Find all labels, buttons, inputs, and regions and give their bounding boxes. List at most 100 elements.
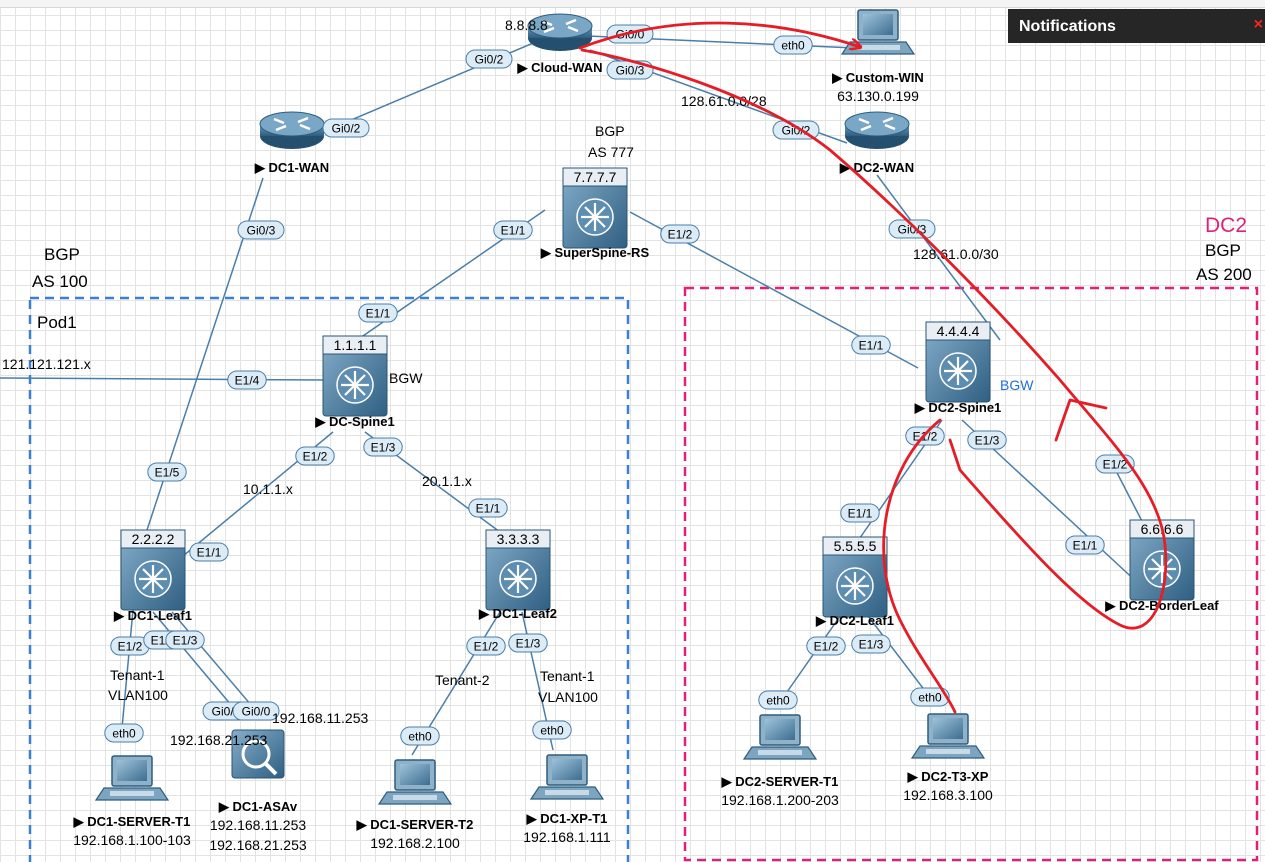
- dc1-server-t2-node[interactable]: ▶ DC1-SERVER-T2 192.168.2.100: [356, 759, 474, 851]
- node-label: ▶ DC1-XP-T1: [526, 811, 608, 826]
- bgp-as100-line2: AS 100: [32, 272, 88, 291]
- port-label-dc2spine-border-1[interactable]: E1/1: [1065, 535, 1105, 555]
- port-label-leaf1-asa-b-1[interactable]: Gi0/0: [232, 701, 280, 721]
- dc2-spine1-node[interactable]: 4.4.4.4▶ DC2-Spine1: [914, 321, 1002, 415]
- dc2-leaf1-node[interactable]: 5.5.5.5▶ DC2-Leaf1: [815, 536, 894, 628]
- port-label-ss-spine1-1[interactable]: E1/1: [358, 303, 398, 323]
- port-name: E1/2: [303, 450, 328, 464]
- port-label-leaf1-asa-b-0[interactable]: E1/3: [165, 630, 205, 650]
- node-label: ▶ SuperSpine-RS: [540, 245, 650, 260]
- net-128-30: 128.61.0.0/30: [913, 246, 999, 262]
- port-label-cloud-custom-1[interactable]: eth0: [773, 35, 813, 55]
- port-label-ss-dc2spine-0[interactable]: E1/2: [660, 224, 700, 244]
- port-name: Gi0/2: [332, 122, 361, 136]
- node-label: ▶ DC1-SERVER-T2: [356, 817, 474, 832]
- node-label: ▶ DC1-Leaf2: [478, 606, 557, 621]
- node-label: ▶ DC1-Leaf1: [113, 608, 192, 623]
- port-label-cloud-dc2wan-0[interactable]: Gi0/3: [606, 60, 654, 80]
- link-dc2leaf-xp[interactable]: [864, 611, 933, 701]
- dc1-leaf2-node[interactable]: 3.3.3.3 ▶ DC1-Leaf2: [478, 529, 557, 621]
- port-label-spine1-leaf1-1[interactable]: E1/1: [189, 542, 229, 562]
- port-label-dc2wan-border-0[interactable]: Gi0/3: [888, 219, 936, 239]
- port-name: eth0: [112, 727, 136, 741]
- port-label-dc1wan-leaf1-0[interactable]: Gi0/3: [237, 220, 285, 240]
- net-121: 121.121.121.x: [2, 356, 91, 372]
- link-border-up[interactable]: [1112, 464, 1146, 528]
- port-label-leaf2-xp-0[interactable]: E1/3: [508, 633, 548, 653]
- link-dc2leaf-srv[interactable]: [779, 611, 844, 703]
- bgp-as200-line2: AS 200: [1196, 265, 1252, 284]
- node-label: ▶ DC2-Leaf1: [815, 613, 894, 628]
- link-spine1-ext[interactable]: [0, 377, 325, 381]
- dc2-borderleaf-node[interactable]: 6.6.6.6▶ DC2-BorderLeaf: [1104, 519, 1219, 613]
- port-name: eth0: [781, 39, 805, 53]
- node-label: ▶ DC1-ASAv: [218, 799, 298, 814]
- node-label: ▶ DC2-SERVER-T1: [721, 774, 839, 789]
- port-name: E1/1: [1073, 539, 1098, 553]
- dc2-wan-node[interactable]: ▶ DC2-WAN: [839, 111, 914, 175]
- port-name: Gi0/2: [782, 124, 811, 138]
- dc1-leaf1-node[interactable]: 2.2.2.2▶ DC1-Leaf1: [113, 529, 192, 623]
- port-label-dc2spine-border-0[interactable]: E1/3: [967, 430, 1007, 450]
- red-annotation-strokes: [578, 21, 1168, 714]
- node-subtext: 192.168.1.200-203: [721, 792, 839, 808]
- link-leaf1-asa-b[interactable]: [171, 611, 258, 713]
- bgp-as200-line1: BGP: [1205, 241, 1241, 260]
- dc-spine1-node[interactable]: 1.1.1.1▶ DC-Spine1: [314, 335, 395, 429]
- node-subtext: 63.130.0.199: [837, 88, 919, 104]
- notifications-panel[interactable]: Notifications ×: [1008, 9, 1265, 43]
- port-label-cloud-dc1wan-1[interactable]: Gi0/2: [322, 118, 370, 138]
- annotation-text: BGP AS 100 BGP AS 777 BGP AS 200 DC2 Pod…: [2, 93, 1252, 748]
- node-subtext: 192.168.2.100: [370, 835, 460, 851]
- port-label-spine1-leaf2-0[interactable]: E1/3: [363, 437, 403, 457]
- node-label: ▶ Cloud-WAN: [516, 60, 602, 75]
- node-label: ▶ DC2-WAN: [839, 160, 914, 175]
- port-label-ss-spine1-0[interactable]: E1/1: [493, 220, 533, 240]
- port-label-dc1wan-leaf1-1[interactable]: E1/5: [147, 462, 187, 482]
- port-label-dc2leaf-srv-0[interactable]: E1/2: [806, 636, 846, 656]
- port-label-leaf1-srv-1[interactable]: eth0: [104, 723, 144, 743]
- node-label: ▶ DC2-Spine1: [914, 400, 1002, 415]
- port-label-spine1-leaf1-0[interactable]: E1/2: [295, 446, 335, 466]
- red-path-cloud-to-borderleaf: [580, 48, 1168, 630]
- tenant1-a: Tenant-1: [110, 667, 165, 683]
- port-name: E1/1: [197, 546, 222, 560]
- port-label-leaf2-xp-1[interactable]: eth0: [532, 720, 572, 740]
- superspine-rs-node[interactable]: 7.7.7.7▶ SuperSpine-RS: [540, 167, 650, 260]
- port-label-leaf2-srv2-0[interactable]: E1/2: [466, 636, 506, 656]
- port-label-dc2leaf-srv-1[interactable]: eth0: [758, 690, 798, 710]
- red-arrow-to-custom-win: [578, 21, 860, 48]
- asa-ip-top: 192.168.11.253: [272, 710, 368, 726]
- pod1-label: Pod1: [37, 313, 77, 332]
- port-label-spine1-ext-0[interactable]: E1/4: [227, 370, 267, 390]
- dc2-server-t1-node[interactable]: ▶ DC2-SERVER-T1 192.168.1.200-203: [721, 714, 839, 808]
- port-name: Gi0/3: [247, 224, 276, 238]
- link-dc2wan-border[interactable]: [876, 174, 1001, 341]
- node-address: 3.3.3.3: [497, 531, 540, 547]
- port-label-dc2leaf-xp-0[interactable]: E1/3: [851, 634, 891, 654]
- port-label-dc2spine-leaf-1[interactable]: E1/1: [840, 503, 880, 523]
- port-label-leaf2-srv2-1[interactable]: eth0: [400, 726, 440, 746]
- port-label-cloud-dc1wan-0[interactable]: Gi0/2: [465, 49, 513, 69]
- cloud-wan-node[interactable]: 8.8.8.8 ▶ Cloud-WAN: [505, 13, 603, 75]
- port-label-ss-dc2spine-1[interactable]: E1/1: [851, 335, 891, 355]
- close-icon[interactable]: ×: [1253, 16, 1263, 33]
- link-leaf1-srv[interactable]: [121, 609, 134, 729]
- port-label-spine1-leaf2-1[interactable]: E1/1: [468, 498, 508, 518]
- link-leaf1-asa-a[interactable]: [152, 611, 238, 713]
- notifications-title: Notifications: [1019, 18, 1116, 35]
- dc1-wan-node[interactable]: ▶ DC1-WAN: [254, 111, 329, 175]
- node-address: 8.8.8.8: [505, 17, 548, 33]
- port-label-leaf1-srv-0[interactable]: E1/2: [110, 636, 150, 656]
- net-10: 10.1.1.x: [243, 481, 293, 497]
- bgw-dc1: BGW: [389, 370, 423, 386]
- port-name: eth0: [766, 694, 790, 708]
- port-label-dc2leaf-xp-1[interactable]: eth0: [910, 687, 950, 707]
- port-name: E1/1: [859, 339, 884, 353]
